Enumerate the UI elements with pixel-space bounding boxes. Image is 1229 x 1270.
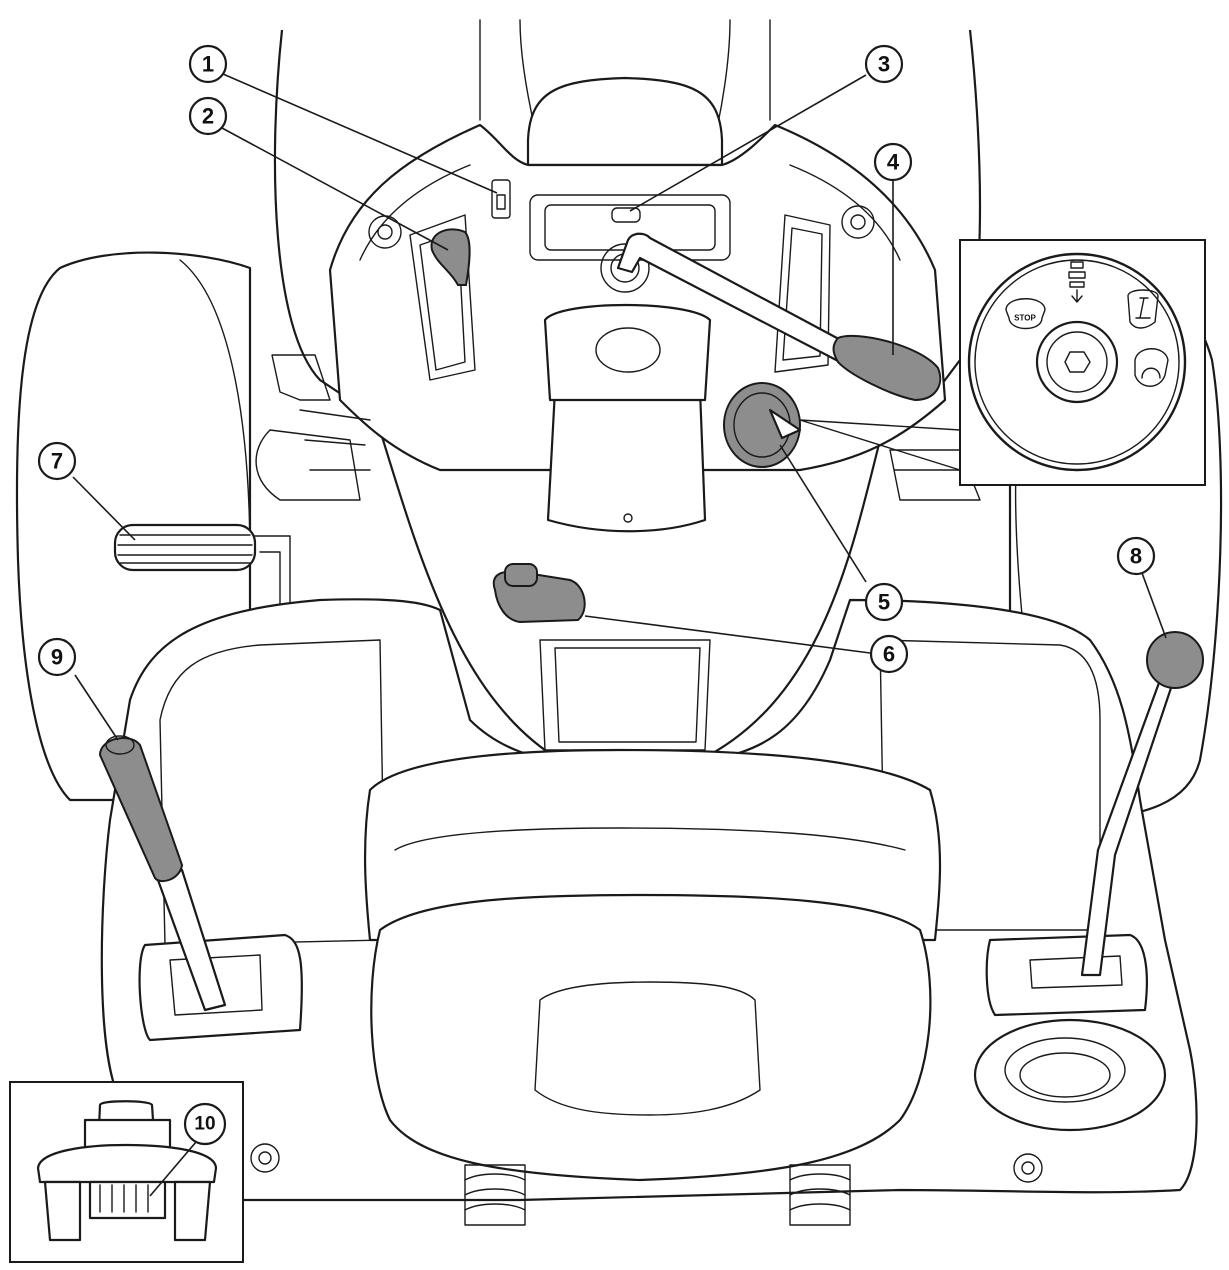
svg-text:9: 9 — [51, 645, 63, 670]
callout-6: 6 — [869, 634, 909, 674]
callout-4: 4 — [873, 142, 913, 182]
key-position-run-icon — [1127, 289, 1159, 329]
svg-text:4: 4 — [887, 150, 900, 175]
dashboard-panel — [328, 123, 947, 472]
svg-text:7: 7 — [51, 449, 63, 474]
key-position-light-icon — [1068, 261, 1086, 303]
svg-text:8: 8 — [1130, 544, 1142, 569]
svg-text:5: 5 — [878, 590, 890, 615]
callout-10: 10 — [183, 1102, 227, 1146]
callout-8: 8 — [1116, 536, 1156, 576]
warning-light — [611, 207, 641, 223]
svg-text:10: 10 — [194, 1114, 215, 1135]
drive-lever[interactable] — [985, 631, 1204, 1017]
callout-7: 7 — [37, 441, 77, 481]
ignition-key-inset: STOP — [959, 239, 1206, 486]
svg-text:2: 2 — [202, 104, 214, 129]
indicator-switch[interactable] — [491, 179, 511, 219]
seat — [363, 748, 942, 1226]
leader-lines — [72, 73, 1167, 1197]
key-position-stop: STOP — [1005, 298, 1046, 330]
right-chassis — [889, 449, 981, 501]
seat-spring-right — [789, 1164, 851, 1226]
choke-lever[interactable] — [430, 228, 471, 286]
callout-2: 2 — [188, 96, 228, 136]
inset-pointer — [799, 419, 961, 471]
svg-text:6: 6 — [883, 642, 895, 667]
key-position-start-icon — [1134, 348, 1169, 387]
svg-text:1: 1 — [202, 52, 214, 77]
ignition-switch[interactable] — [723, 382, 802, 468]
callout-9: 9 — [37, 637, 77, 677]
cutting-height-switch[interactable] — [492, 563, 586, 624]
steering-column — [543, 303, 712, 533]
mower-engagement-lever[interactable] — [98, 735, 303, 1042]
svg-text:STOP: STOP — [1014, 314, 1036, 323]
seat-spring-left — [464, 1164, 526, 1226]
callout-1: 1 — [188, 44, 228, 84]
brake-pedal[interactable] — [113, 523, 291, 606]
throttle-lever[interactable] — [600, 232, 942, 402]
callout-5: 5 — [864, 582, 904, 622]
svg-text:3: 3 — [878, 52, 890, 77]
callout-3: 3 — [864, 44, 904, 84]
cup-holder — [973, 1018, 1167, 1132]
left-chassis — [255, 354, 371, 501]
